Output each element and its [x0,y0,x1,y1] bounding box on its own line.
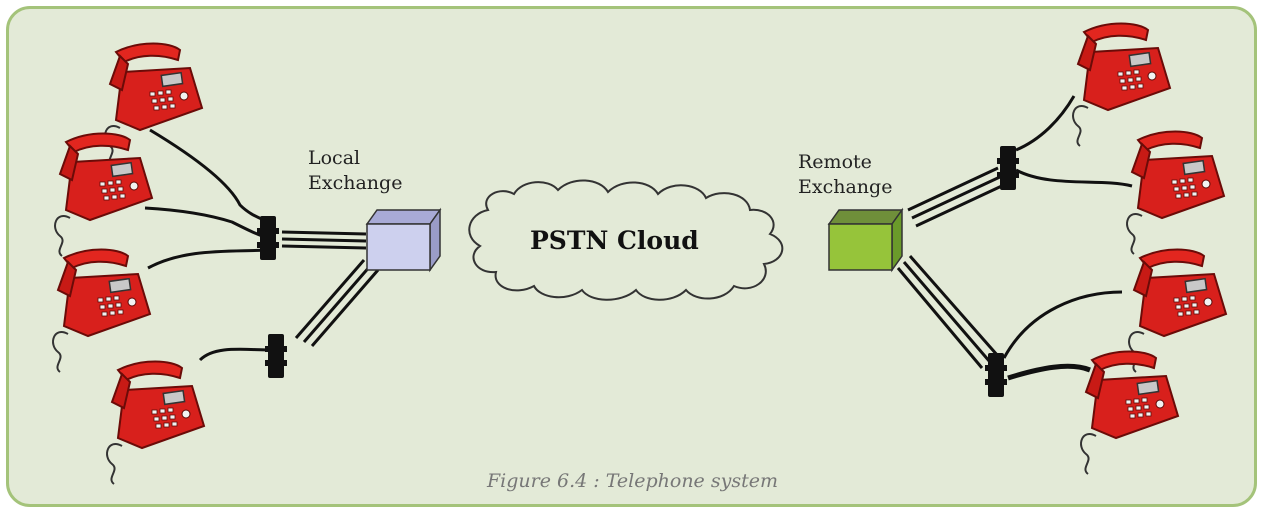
remote-trunks [896,166,1007,369]
pstn-cloud-label: PSTN Cloud [530,226,699,255]
local-exchange-label-line2: Exchange [308,172,403,194]
remote-exchange-label-line1: Remote [798,151,872,173]
local-phone-4-telephone-icon [106,360,205,485]
local-junction-box-lower-icon [265,334,287,378]
remote-junction-box-icon [997,146,1019,190]
remote-junction-box-lower-icon [985,353,1007,397]
remote-phone-2-telephone-icon [1126,130,1225,255]
cloud-icon [468,179,784,301]
local-phone-2-telephone-icon [54,132,153,257]
local-phone-3-telephone-icon [52,248,151,373]
local-exchange-label-line1: Local [308,147,361,169]
figure-caption: Figure 6.4 : Telephone system [487,470,778,492]
remote-phone-1-telephone-icon [1072,22,1171,147]
local-wires [144,128,273,362]
remote-exchange-label-line2: Exchange [798,176,893,198]
local-exchange-icon [365,207,442,273]
remote-phone-4-telephone-icon [1080,350,1179,475]
local-trunks [281,230,380,347]
remote-exchange-label: Remote Exchange [798,150,892,200]
local-junction-box-icon [257,216,279,260]
remote-wires [1002,95,1133,381]
local-exchange-label: Local Exchange [308,146,402,196]
remote-exchange-icon [827,207,904,273]
